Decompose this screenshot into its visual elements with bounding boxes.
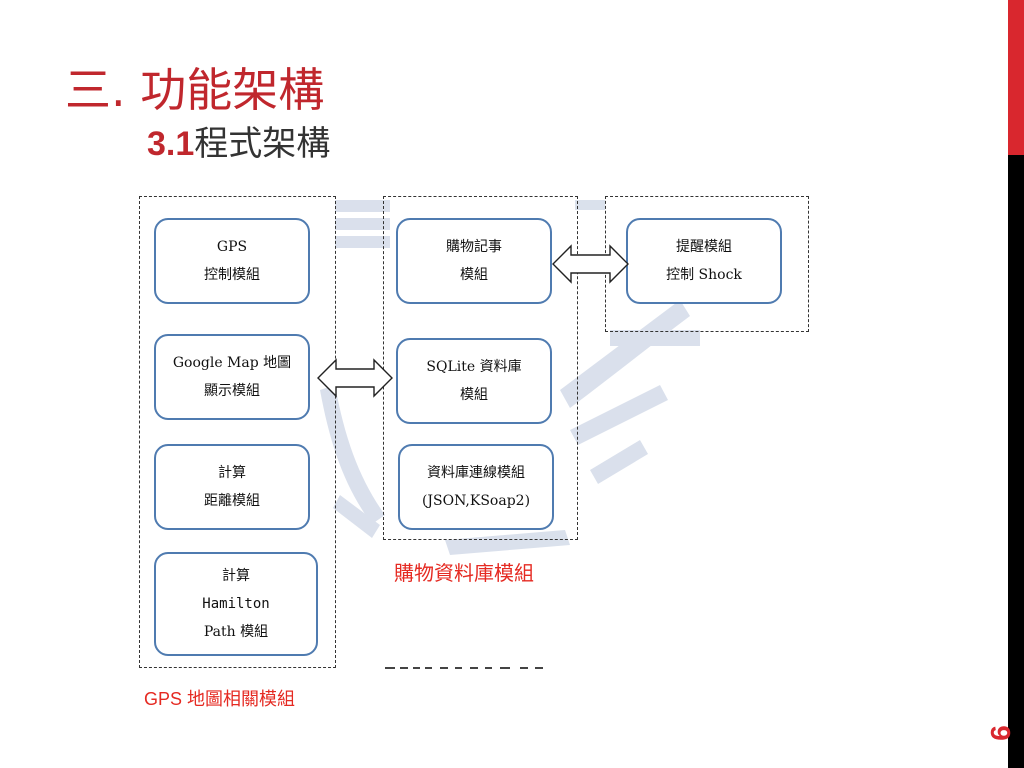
module-line: 提醒模組	[676, 239, 732, 255]
module-line: 購物記事	[446, 239, 502, 255]
slide-subtitle: 3.1程式架構	[147, 122, 330, 166]
module-line: 顯示模組	[204, 383, 260, 399]
database-connection-module: 資料庫連線模組 (JSON,KSoap2)	[398, 444, 554, 530]
double-arrow-shopping-reminder	[552, 244, 629, 284]
module-line: 計算	[218, 465, 246, 481]
sidebar-accent-black	[1008, 155, 1024, 768]
module-line: 控制 Shock	[666, 267, 742, 283]
shopping-group-caption: 購物資料庫模組	[394, 563, 534, 585]
module-line: Path 模組	[203, 624, 269, 640]
gps-module-group	[139, 196, 336, 668]
module-line: 資料庫連線模組	[427, 465, 525, 481]
sidebar-accent-red	[1008, 0, 1024, 155]
module-line: 控制模組	[204, 267, 260, 283]
sqlite-database-module: SQLite 資料庫 模組	[396, 338, 552, 424]
subtitle-text: 程式架構	[194, 124, 331, 164]
module-line: 計算	[222, 568, 250, 584]
subtitle-number: 3.1	[147, 125, 195, 163]
module-line: (JSON,KSoap2)	[421, 493, 531, 509]
module-line: 模組	[460, 387, 488, 403]
shopping-notes-module: 購物記事 模組	[396, 218, 552, 304]
module-line: GPS	[216, 239, 248, 255]
double-arrow-gps-shopping	[317, 358, 393, 398]
shopping-module-group	[383, 196, 578, 540]
google-map-display-module: Google Map 地圖 顯示模組	[154, 334, 310, 420]
module-line: Google Map 地圖	[172, 355, 292, 371]
gps-control-module: GPS 控制模組	[154, 218, 310, 304]
module-line: 距離模組	[204, 493, 260, 509]
module-line: Hamilton	[202, 596, 270, 612]
module-line: 模組	[460, 267, 488, 283]
reminder-control-module: 提醒模組 控制 Shock	[626, 218, 782, 304]
module-line: SQLite 資料庫	[426, 359, 522, 375]
distance-calculation-module: 計算 距離模組	[154, 444, 310, 530]
slide-title: 三. 功能架構	[65, 63, 325, 117]
hamilton-path-module: 計算 Hamilton Path 模組	[154, 552, 318, 656]
gps-group-caption: GPS 地圖相關模組	[144, 689, 296, 709]
